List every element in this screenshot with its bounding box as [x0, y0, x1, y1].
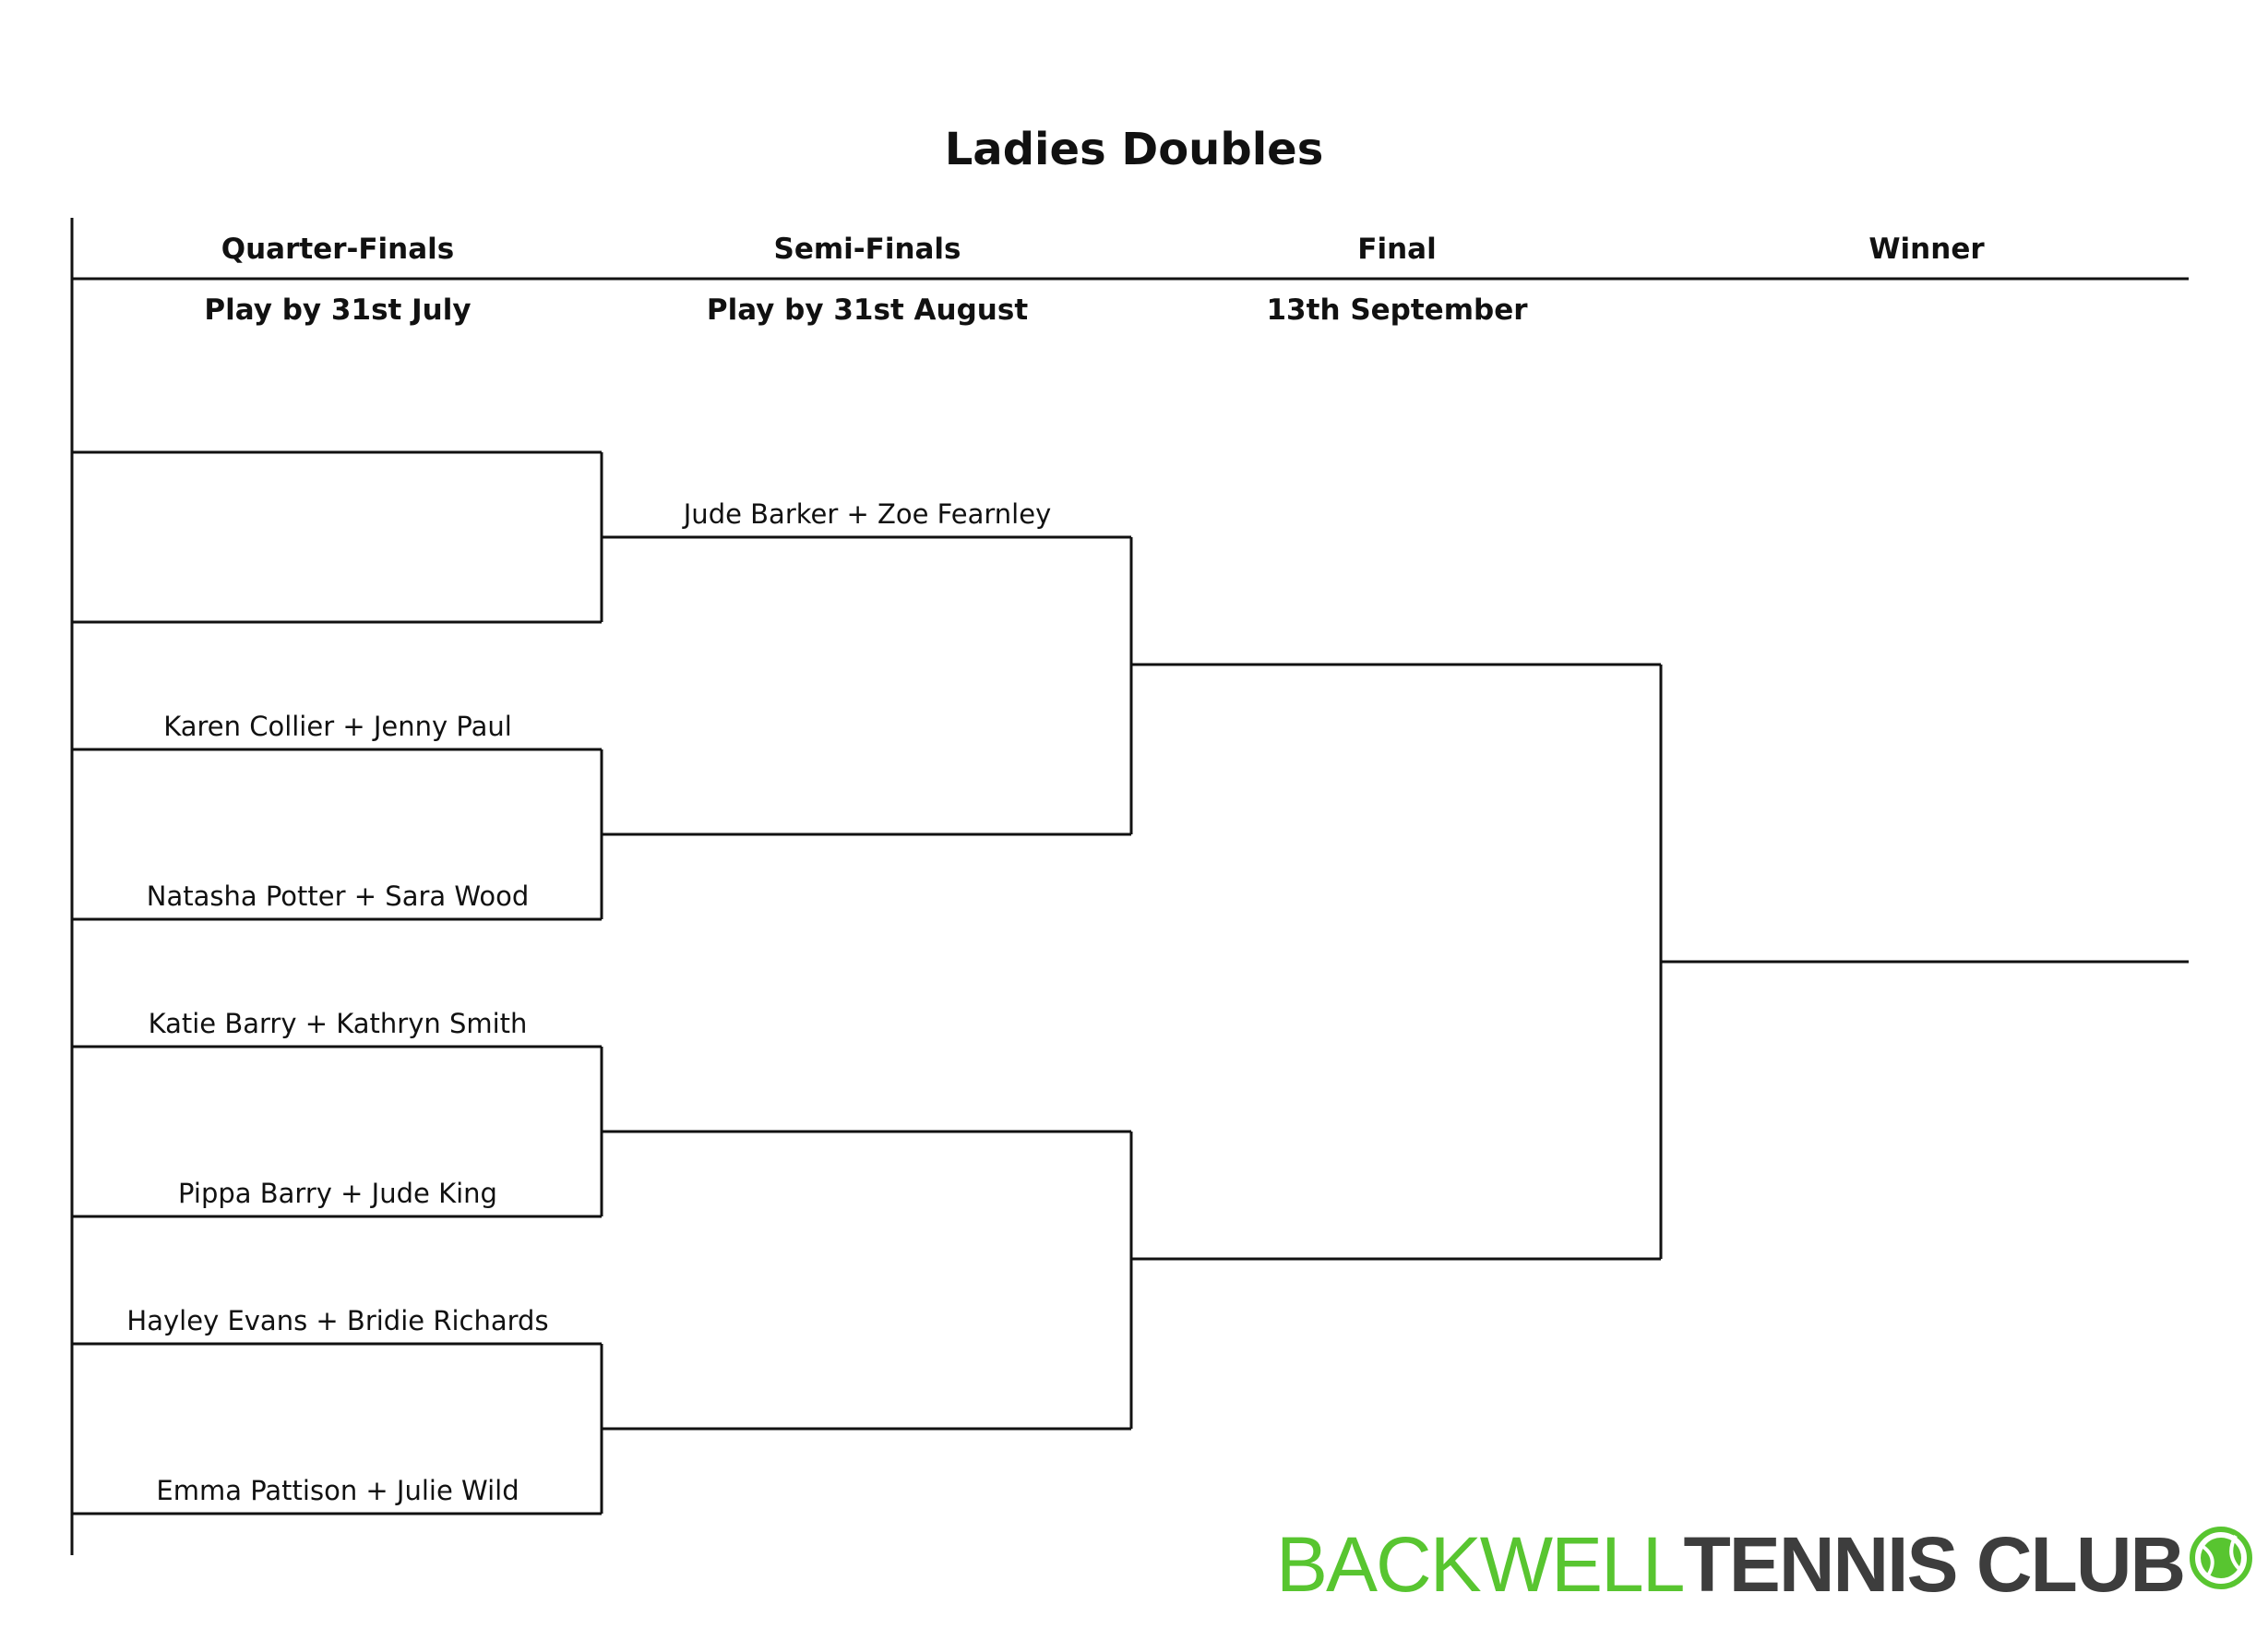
deadline-final: 13th September [1266, 293, 1528, 327]
round-header-final: Final [1357, 233, 1437, 266]
sf1-top-pair: Jude Barker + Zoe Fearnley [683, 498, 1052, 530]
logo-text-tennis-club: TENNIS CLUB [1683, 1520, 2187, 1608]
qf4-top-pair: Hayley Evans + Bridie Richards [126, 1305, 549, 1336]
page-title: Ladies Doubles [944, 124, 1324, 175]
deadline-semi-finals: Play by 31st August [706, 293, 1029, 327]
qf3-bottom-pair: Pippa Barry + Jude King [178, 1178, 497, 1209]
qf2-bottom-pair: Natasha Potter + Sara Wood [146, 880, 530, 912]
round-header-winner: Winner [1868, 233, 1985, 266]
qf2-top-pair: Karen Collier + Jenny Paul [163, 711, 512, 742]
qf3-top-pair: Katie Barry + Kathryn Smith [148, 1008, 528, 1039]
logo-text-backwell: BACKWELL [1276, 1520, 1685, 1608]
qf4-bottom-pair: Emma Pattison + Julie Wild [156, 1475, 519, 1506]
round-header-semi-finals: Semi-Finals [773, 233, 961, 266]
tennis-ball-icon [2188, 1520, 2254, 1610]
deadline-quarter-finals: Play by 31st July [204, 293, 472, 327]
round-header-quarter-finals: Quarter-Finals [221, 233, 455, 266]
